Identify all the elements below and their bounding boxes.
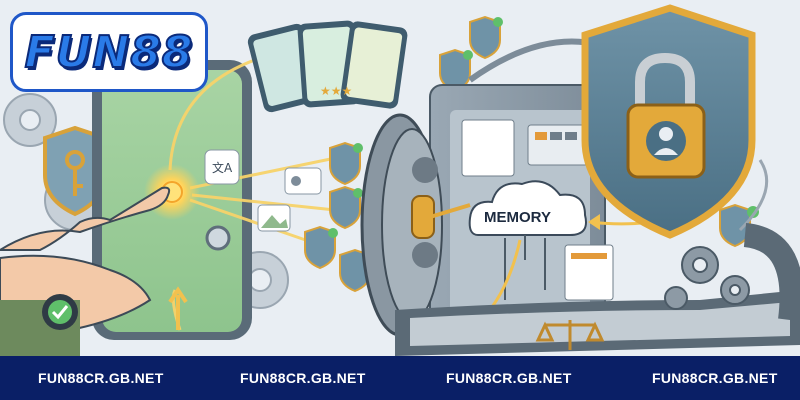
id-card-icon	[284, 167, 322, 195]
image-icon	[257, 204, 291, 232]
memory-label: MEMORY	[484, 209, 551, 226]
app-cards: ★★★	[247, 20, 408, 113]
illustration: ★★★ 文A	[0, 4, 800, 356]
svg-text:★★★: ★★★	[320, 84, 352, 98]
footer-banner: FUN88CR.GB.NET FUN88CR.GB.NET FUN88CR.GB…	[0, 356, 800, 400]
translate-icon: 文A	[204, 149, 240, 185]
padlock-shield-icon	[581, 4, 756, 239]
gear-icon	[664, 246, 750, 310]
footer-link[interactable]: FUN88CR.GB.NET	[38, 370, 164, 386]
fun88-logo[interactable]: FUN88	[10, 12, 208, 92]
hand-pointer-icon	[0, 186, 171, 356]
cloud-icon: MEMORY	[468, 180, 587, 236]
user-shield-icon	[304, 15, 751, 293]
footer-link[interactable]: FUN88CR.GB.NET	[652, 370, 778, 386]
svg-text:文A: 文A	[212, 160, 233, 175]
film-strip-icon	[395, 223, 800, 356]
scales-icon	[535, 320, 605, 350]
logo-text: FUN88	[24, 26, 194, 79]
footer-link[interactable]: FUN88CR.GB.NET	[240, 370, 366, 386]
gear-icon	[205, 225, 231, 251]
footer-link[interactable]: FUN88CR.GB.NET	[446, 370, 572, 386]
